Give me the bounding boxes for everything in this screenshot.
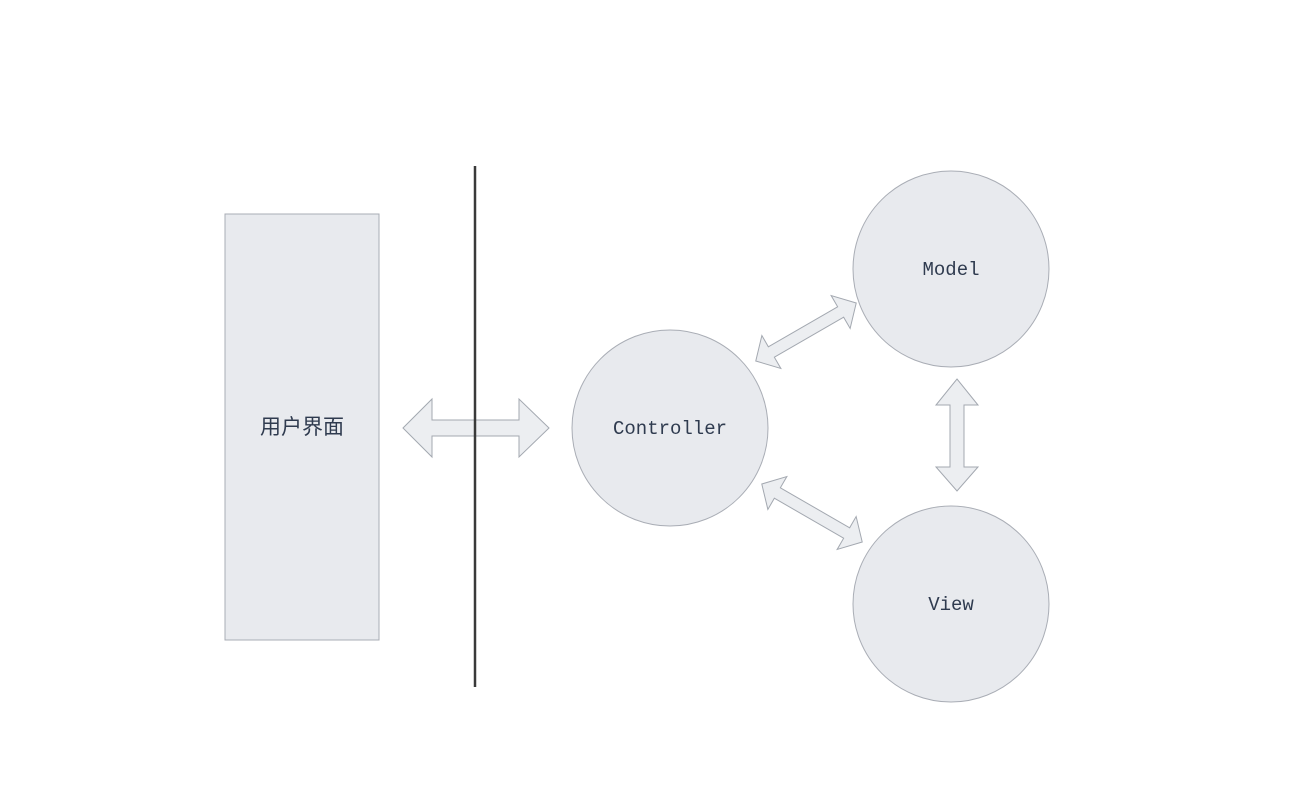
controller-view-arrow [761,475,863,551]
controller-label: Controller [613,418,727,440]
view-circle [852,505,1050,703]
model-label: Model [922,259,979,281]
user-interface-box [224,213,380,641]
view-label: View [928,594,974,616]
model-view-arrow [934,378,980,492]
controller-node: Controller [571,329,769,527]
view-node: View [852,505,1050,703]
user-interface-label: 用户界面 [260,415,344,439]
user-interface-node: 用户界面 [224,213,380,641]
controller-model-arrow [755,294,857,370]
model-circle [852,170,1050,368]
controller-circle [571,329,769,527]
model-node: Model [852,170,1050,368]
